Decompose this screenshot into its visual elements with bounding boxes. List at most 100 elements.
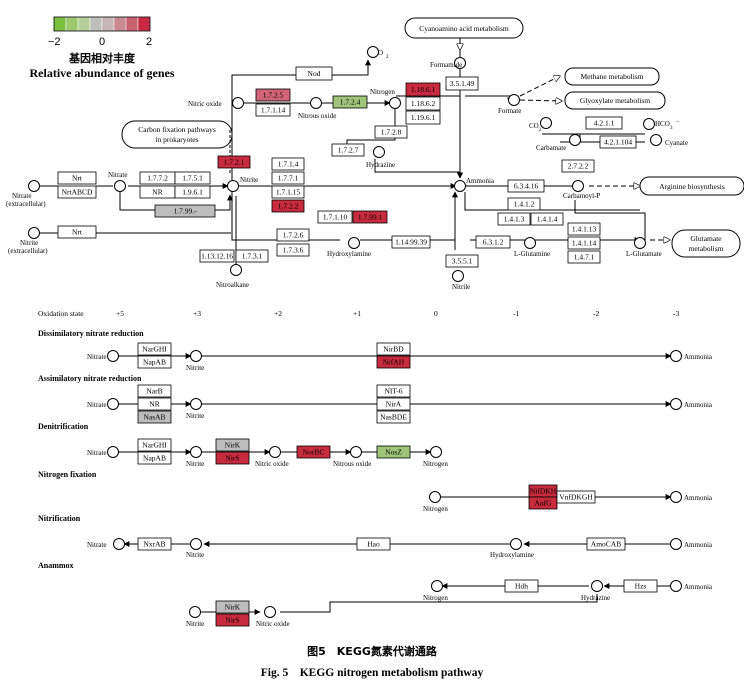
ec-4-2-1-104-box[interactable] [599,135,637,149]
nrt-2-box[interactable] [57,225,97,239]
assim-nasbde-box[interactable] [376,410,411,424]
ec-1-18-6-2-box[interactable] [405,96,441,111]
nitrite-ext-node[interactable] [28,227,40,239]
assim-nr-box[interactable] [137,397,172,411]
nrt-1-box[interactable] [57,171,97,185]
ec-1-7-1-15-box[interactable] [271,185,305,199]
ec-3-5-5-1-box[interactable] [445,254,479,268]
nitrous-oxide-node[interactable] [310,97,322,109]
cyanoamino-pathway-link[interactable] [404,17,524,39]
ammonia-node[interactable] [454,180,466,192]
dissim-napab-box[interactable] [137,355,172,369]
co2-node[interactable] [540,117,552,129]
nitrif-amocab-box[interactable] [586,537,626,551]
ec-1-18-6-1-box[interactable] [405,82,441,97]
fix-vnfdkgh-box[interactable] [556,490,596,504]
anammox-hzs-box[interactable] [623,579,658,593]
nitrate-node[interactable] [114,180,126,192]
ec-1-7-2-5-box[interactable] [255,88,291,102]
ec-2-7-2-2-box[interactable] [561,159,595,173]
nod-box[interactable] [295,66,333,81]
dissim-nitrate-node[interactable] [107,350,119,362]
fix-nitrogen-node[interactable] [429,491,441,503]
l-glutamate-node[interactable] [634,237,646,249]
methane-pathway-link[interactable] [564,67,660,86]
glutamate-pathway-link[interactable] [671,229,741,258]
denit-norbc-box[interactable] [296,445,331,459]
ec-1-4-1-14-box[interactable] [567,236,601,250]
ec-6-3-1-2-box[interactable] [475,235,511,249]
ec-1-7-1-4-box[interactable] [271,157,305,171]
ec-1-7-3-1-box[interactable] [235,249,269,263]
ec-1-4-1-13-box[interactable] [567,222,601,236]
nitrif-nitrate-node[interactable] [113,538,125,550]
nitrif-nitrite-node[interactable] [190,538,202,550]
denit-nirk-box[interactable] [215,438,250,452]
dissim-nirbd-box[interactable] [376,342,411,356]
denit-nitric-oxide-node[interactable] [269,446,281,458]
ec-1-13-12-16-box[interactable] [199,249,235,263]
nitrogen-node[interactable] [389,97,401,109]
fix-ammonia-node[interactable] [670,491,682,503]
ec-1-7-7-1-box[interactable] [271,171,305,185]
anammox-ammonia-node[interactable] [670,580,682,592]
ec-1-4-1-2-box[interactable] [507,197,541,211]
ec-1-9-6-1-box[interactable] [174,185,211,199]
dissim-nitrite-node[interactable] [190,350,202,362]
carbamate-node[interactable] [569,134,581,146]
ec-1-7-99-dash-box[interactable] [154,204,216,218]
nitric-oxide-node[interactable] [232,97,244,109]
anammox-nitric-oxide-node[interactable] [264,606,276,618]
ec-1-7-3-6-box[interactable] [276,243,310,257]
ec-1-7-99-1-box[interactable] [352,210,388,224]
denit-nitrate-node[interactable] [107,446,119,458]
anammox-nirs-box[interactable] [215,613,250,627]
hydrazine-node[interactable] [373,146,385,158]
hco3-node[interactable] [643,118,655,130]
ec-1-7-2-7-box[interactable] [331,143,365,157]
dissim-ammonia-node[interactable] [670,350,682,362]
nitrif-ammonia-node[interactable] [670,538,682,550]
nitroalkane-node[interactable] [230,264,242,276]
glyoxylate-pathway-link[interactable] [564,91,666,110]
nitrif-hydroxylamine-node[interactable] [510,538,522,550]
assim-ammonia-node[interactable] [670,398,682,410]
ec-1-7-1-14-box[interactable] [255,103,291,117]
cyanate-node[interactable] [650,134,662,146]
nitrile-node[interactable] [452,270,464,282]
ec-1-7-2-2-box[interactable] [271,199,305,213]
ec-1-7-1-10-box[interactable] [317,210,353,224]
ec-1-14-99-39-box[interactable] [391,235,431,249]
nitrite-node[interactable] [227,180,239,192]
anammox-hdh-box[interactable] [504,579,539,593]
formate-node[interactable] [508,94,520,106]
hydroxylamine-node[interactable] [348,237,360,249]
denit-narghi-box[interactable] [137,438,172,452]
ec-1-4-7-1-box[interactable] [567,250,601,264]
ec-6-3-4-16-box[interactable] [507,179,545,193]
anammox-nirk-box[interactable] [215,600,250,614]
ec-1-7-2-6-box[interactable] [276,228,310,242]
l-glutamine-node[interactable] [524,237,536,249]
anammox-nitrite-node[interactable] [189,606,201,618]
nitrif-hao-box[interactable] [356,537,391,551]
ec-1-4-1-4-box[interactable] [530,212,564,226]
carbamoyl-p-node[interactable] [572,180,584,192]
ec-1-4-1-3-box[interactable] [497,212,531,226]
nitrif-nxrab-box[interactable] [137,537,172,551]
assim-narb-box[interactable] [137,384,172,398]
assim-nasab-box[interactable] [137,410,172,424]
dissim-nargi-box[interactable] [137,342,172,356]
denit-nitrite-node[interactable] [190,446,202,458]
ec-1-7-2-4-box[interactable] [332,95,368,109]
denit-nirs-box[interactable] [215,451,250,465]
denit-nitrous-oxide-node[interactable] [350,446,362,458]
nitrate-ext-node[interactable] [28,180,40,192]
anammox-nitrogen-node[interactable] [431,580,443,592]
denit-nosz-box[interactable] [376,445,411,459]
o2-node[interactable] [367,46,379,58]
denit-nitrogen-node[interactable] [430,446,442,458]
formamide-node[interactable] [454,57,466,69]
denit-napab-box[interactable] [137,451,172,465]
assim-nit6-box[interactable] [376,384,411,398]
